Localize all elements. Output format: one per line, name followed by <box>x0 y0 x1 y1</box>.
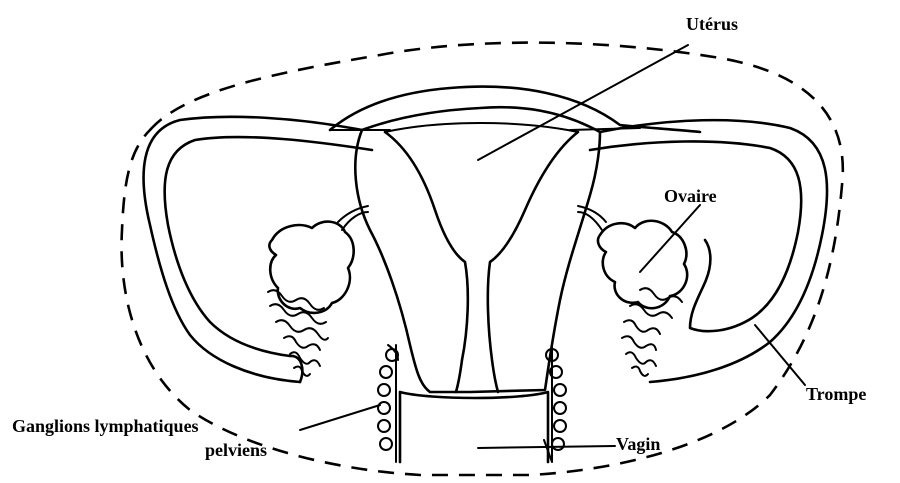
right-coil <box>622 288 682 376</box>
label-vagina: Vagin <box>616 434 660 454</box>
left-coil <box>268 290 328 376</box>
label-lymph-line2: pelviens <box>205 440 267 460</box>
leader-vagina <box>478 446 615 448</box>
right-tube-inner <box>590 141 801 331</box>
label-ovary: Ovaire <box>664 186 717 206</box>
label-tube: Trompe <box>806 384 866 404</box>
left-vessel <box>388 345 398 462</box>
label-uterus: Utérus <box>686 14 738 34</box>
leader-ovary <box>640 205 700 272</box>
vagina-outline <box>400 392 548 462</box>
uterine-cavity-right <box>488 132 578 392</box>
leader-lymph <box>300 405 380 430</box>
uterine-cavity-top <box>385 123 578 132</box>
leader-tube <box>755 325 805 385</box>
label-lymph-line1: Ganglions lymphatiques <box>12 416 199 436</box>
left-ovary <box>269 222 353 313</box>
left-tube-outer <box>144 117 362 382</box>
